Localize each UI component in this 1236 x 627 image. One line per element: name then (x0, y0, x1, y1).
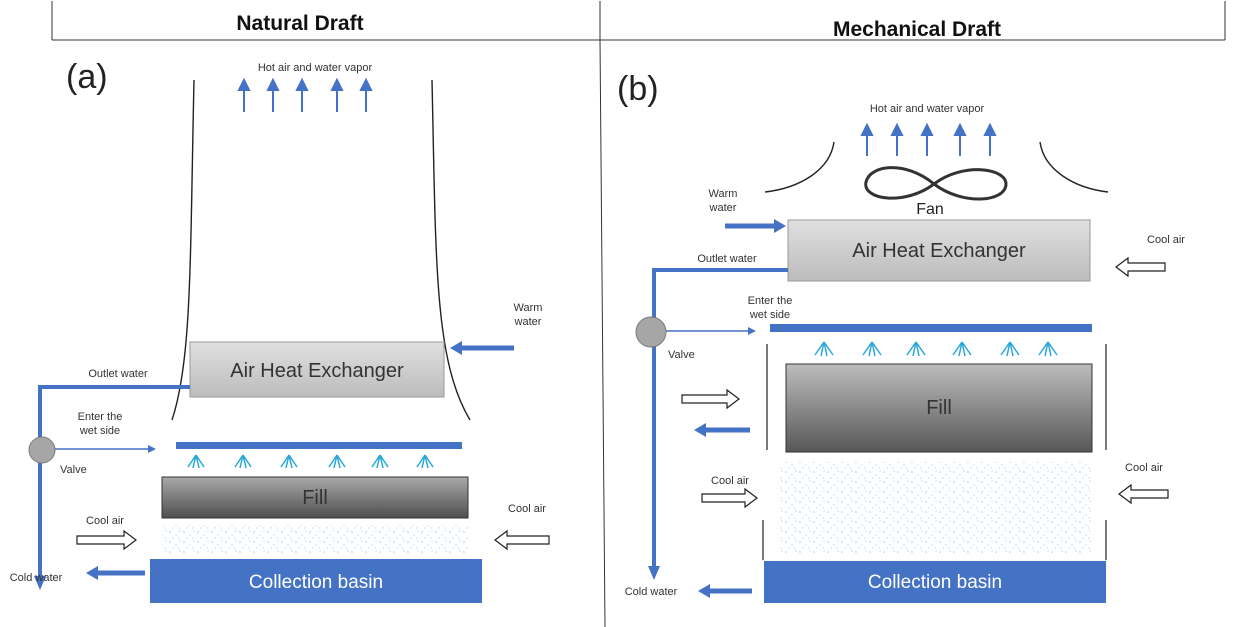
panel-mechanical-draft: (b) Hot air and water vapor Fan Warm wat… (617, 70, 1185, 603)
cool-air-arrow-b-right (1118, 483, 1169, 505)
cool-air-label-b-right: Cool air (1125, 462, 1163, 474)
enter-wet-label-a-1: Enter the (78, 411, 123, 423)
hot-air-label-a: Hot air and water vapor (258, 62, 373, 74)
cool-air-arrow-a-right (494, 529, 550, 551)
air-heat-exchanger-b (787, 219, 1091, 282)
warm-water-label-b-2: water (709, 202, 737, 214)
outlet-water-pipe-a (38, 385, 190, 580)
outlet-water-label-b: Outlet water (697, 253, 757, 265)
cold-water-down-arrowhead-b (648, 566, 660, 580)
water-out-arrow-b (694, 423, 750, 437)
collection-basin-label-a: Collection basin (249, 572, 383, 593)
cool-air-label-b-top: Cool air (1147, 234, 1185, 246)
valve-label-a: Valve (60, 464, 87, 476)
air-heat-exchanger-label-b: Air Heat Exchanger (852, 240, 1026, 262)
cool-air-arrow-b-top (1115, 256, 1166, 278)
valve-a (28, 436, 56, 464)
fan-icon (864, 166, 1008, 201)
fill-media-a (161, 476, 469, 519)
cool-air-label-a-left: Cool air (86, 515, 124, 527)
header-bar: Natural Draft Mechanical Draft (51, 1, 1226, 41)
collection-basin-label-b: Collection basin (868, 572, 1002, 593)
enter-wet-pipe-b (666, 327, 756, 335)
header-natural-draft: Natural Draft (236, 12, 363, 35)
fill-label-b: Fill (926, 397, 952, 419)
cool-air-arrow-b-left (701, 487, 758, 509)
distribution-pipe-a (176, 442, 462, 449)
cold-water-arrow-a (86, 566, 145, 580)
warm-water-label-a-1: Warm (514, 302, 543, 314)
cool-air-label-b-left: Cool air (711, 475, 749, 487)
panel-divider (599, 39, 606, 627)
spray-nozzles-a (187, 454, 434, 469)
cold-water-down-arrowhead-a (34, 576, 46, 590)
cold-water-label-a: Cold water (10, 572, 63, 584)
warm-water-arrow-a (450, 341, 514, 355)
spray-nozzles-b (814, 341, 1058, 357)
enter-wet-label-a-2: wet side (79, 425, 120, 437)
air-heat-exchanger-a (189, 341, 445, 398)
cool-air-label-a-right: Cool air (508, 503, 546, 515)
collection-basin-b (764, 561, 1106, 603)
valve-label-b: Valve (668, 349, 695, 361)
enter-wet-label-b-1: Enter the (748, 295, 793, 307)
air-in-arrow-b (681, 388, 740, 410)
fill-media-b (785, 363, 1093, 453)
warm-water-label-b-1: Warm (709, 188, 738, 200)
warm-water-label-a-2: water (514, 316, 542, 328)
panel-natural-draft: (a) Hot air and water vapor Warm water A… (10, 58, 550, 603)
cold-water-label-b: Cold water (625, 586, 678, 598)
outlet-water-label-a: Outlet water (88, 368, 148, 380)
fan-label: Fan (916, 201, 944, 218)
enter-wet-label-b-2: wet side (749, 309, 790, 321)
header-mechanical-draft: Mechanical Draft (833, 18, 1001, 41)
outlet-water-pipe-b (652, 268, 788, 570)
valve-b (635, 316, 667, 348)
distribution-pipe-b (770, 324, 1092, 332)
warm-water-arrow-b (725, 219, 786, 233)
tower-wall-left (171, 79, 195, 421)
rain-zone-a (162, 525, 468, 553)
fill-label-a: Fill (302, 487, 328, 509)
hot-air-arrows-b (860, 122, 997, 156)
fan-shroud-right (1039, 141, 1109, 193)
panel-letter-b: (b) (617, 70, 659, 108)
hot-air-arrows-a (237, 77, 373, 112)
enter-wet-pipe-a (55, 445, 156, 453)
fan-shroud-left (764, 141, 835, 193)
collection-basin-a (150, 559, 482, 603)
hot-air-label-b: Hot air and water vapor (870, 103, 985, 115)
panel-letter-a: (a) (66, 58, 108, 96)
rain-zone-b (780, 462, 1092, 554)
cool-air-arrow-a-left (76, 529, 137, 551)
tower-wall-right (431, 79, 471, 421)
air-heat-exchanger-label-a: Air Heat Exchanger (230, 360, 404, 382)
cold-water-arrow-b (698, 584, 752, 598)
